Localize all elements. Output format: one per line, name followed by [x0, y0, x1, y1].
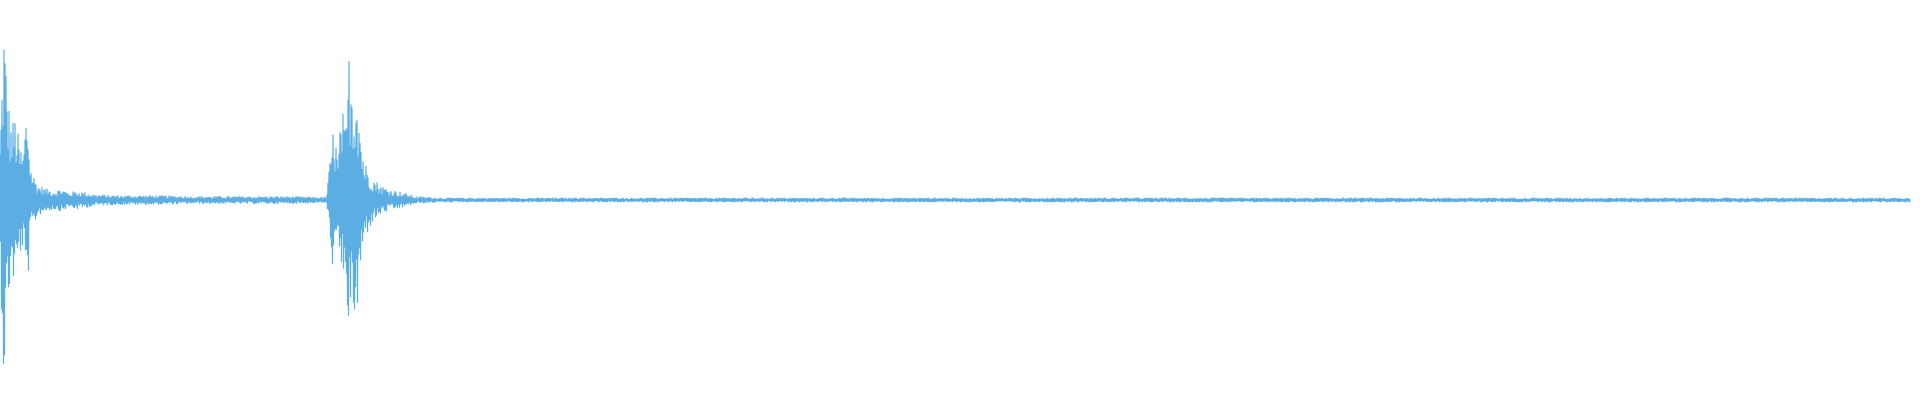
waveform-trace — [0, 49, 1911, 365]
